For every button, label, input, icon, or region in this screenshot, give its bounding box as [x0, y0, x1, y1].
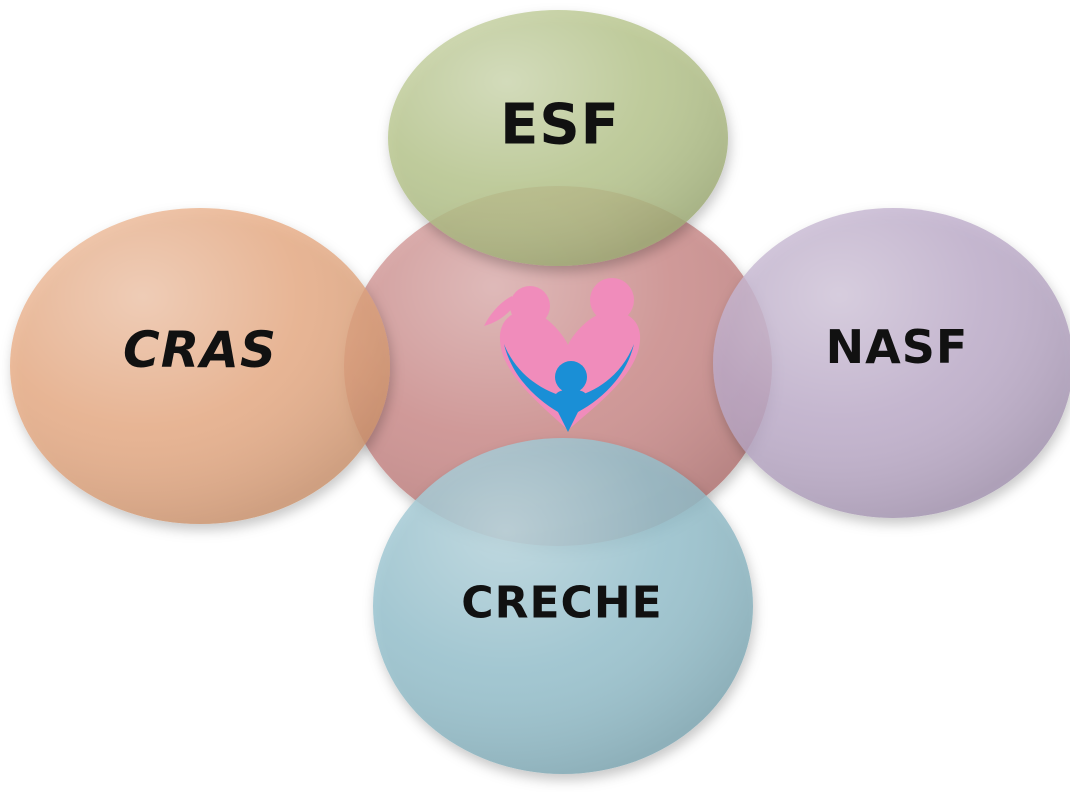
esf-circle-gloss	[388, 10, 728, 266]
cras-label: CRAS	[123, 321, 277, 379]
right-parent-head	[590, 278, 634, 322]
nasf-circle-gloss	[713, 208, 1070, 518]
creche-circle: CRECHE	[373, 438, 753, 774]
creche-circle-gloss	[373, 438, 753, 774]
nasf-label: NASF	[826, 320, 969, 374]
cras-circle: CRAS	[10, 208, 390, 524]
child-body	[556, 389, 586, 430]
family-heart-icon	[484, 278, 641, 432]
child-head	[555, 361, 587, 393]
left-parent-head	[510, 286, 550, 326]
esf-circle: ESF	[388, 10, 728, 266]
cras-circle-gloss	[10, 208, 390, 524]
esf-label: ESF	[500, 93, 620, 158]
nasf-circle: NASF	[713, 208, 1070, 518]
ponytail	[484, 296, 514, 326]
creche-label: CRECHE	[461, 578, 662, 629]
